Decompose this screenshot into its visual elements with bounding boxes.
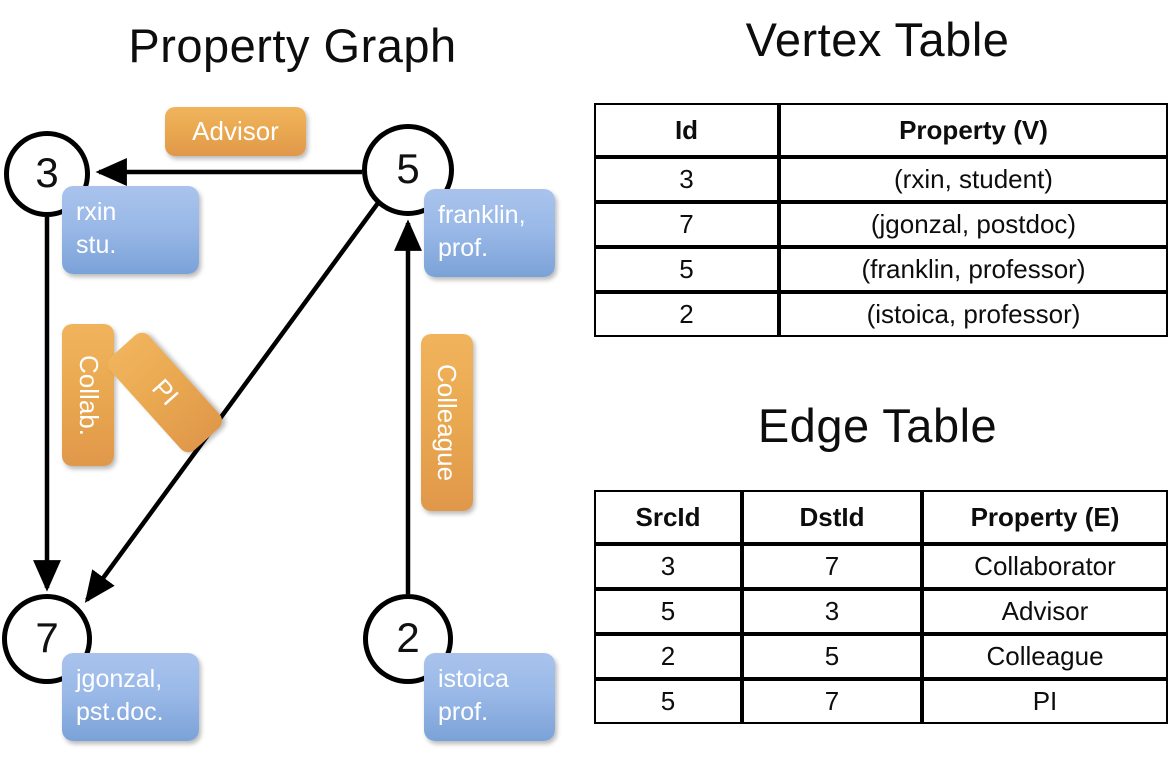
vertex-table-cell-property: (jgonzal, postdoc) bbox=[779, 202, 1168, 247]
graph-node-2-id: 2 bbox=[396, 614, 420, 661]
edge-table-header-row: SrcId DstId Property (E) bbox=[594, 490, 1168, 544]
graph-node-2: 2 bbox=[363, 594, 453, 684]
edge-table-cell-property: Advisor bbox=[922, 589, 1168, 634]
edge-label-colleague: Colleague bbox=[421, 334, 473, 511]
vertex-table-header-id: Id bbox=[594, 103, 779, 157]
vertex-property-rxin-line2: stu. bbox=[76, 231, 117, 259]
edge-label-advisor: Advisor bbox=[165, 107, 306, 156]
edge-table-header-property: Property (E) bbox=[922, 490, 1168, 544]
vertex-table-cell-property: (istoica, professor) bbox=[779, 292, 1168, 337]
edge-table-cell-dstid: 7 bbox=[742, 679, 922, 724]
edge-table-cell-srcid: 5 bbox=[594, 679, 742, 724]
edge-table-cell-dstid: 7 bbox=[742, 544, 922, 589]
table-row: 3 7 Collaborator bbox=[594, 544, 1168, 589]
vertex-property-istoica-line1: istoica bbox=[438, 665, 509, 693]
vertex-table-cell-id: 5 bbox=[594, 247, 779, 292]
edge-table-cell-srcid: 3 bbox=[594, 544, 742, 589]
vertex-property-franklin-line1: franklin, bbox=[438, 201, 526, 229]
edge-table-cell-dstid: 3 bbox=[742, 589, 922, 634]
table-row: 5 (franklin, professor) bbox=[594, 247, 1168, 292]
table-row: 5 7 PI bbox=[594, 679, 1168, 724]
table-row: 7 (jgonzal, postdoc) bbox=[594, 202, 1168, 247]
vertex-property-jgonzal-line2: pst.doc. bbox=[76, 698, 164, 726]
vertex-property-jgonzal-line1: jgonzal, bbox=[76, 665, 163, 693]
edge-arrow-5-to-7 bbox=[84, 201, 380, 603]
vertex-table-cell-property: (rxin, student) bbox=[779, 157, 1168, 202]
table-row: 2 5 Colleague bbox=[594, 634, 1168, 679]
edge-label-colleague-text: Colleague bbox=[432, 363, 463, 482]
edge-table-header-srcid: SrcId bbox=[594, 490, 742, 544]
vertex-table-cell-property: (franklin, professor) bbox=[779, 247, 1168, 292]
vertex-table-header-row: Id Property (V) bbox=[594, 103, 1168, 157]
page-title-edge-table: Edge Table bbox=[757, 399, 998, 452]
vertex-table: Id Property (V) 3 (rxin, student) 7 (jgo… bbox=[594, 103, 1168, 337]
vertex-property-istoica-line2: prof. bbox=[438, 698, 489, 726]
property-graph-panel: Advisor Collab. PI Colleague 3 5 7 2 rxi… bbox=[2, 107, 555, 741]
page-title-vertex-table: Vertex Table bbox=[745, 13, 1010, 66]
edge-table-header-dstid: DstId bbox=[742, 490, 922, 544]
table-row: 5 3 Advisor bbox=[594, 589, 1168, 634]
table-row: 2 (istoica, professor) bbox=[594, 292, 1168, 337]
vertex-property-box-jgonzal: jgonzal, pst.doc. bbox=[62, 653, 199, 741]
edge-table: SrcId DstId Property (E) 3 7 Collaborato… bbox=[594, 490, 1168, 724]
edge-table-cell-dstid: 5 bbox=[742, 634, 922, 679]
graph-node-5-id: 5 bbox=[396, 145, 420, 192]
vertex-table-header-property: Property (V) bbox=[779, 103, 1168, 157]
vertex-property-franklin-line2: prof. bbox=[438, 234, 489, 262]
edge-table-cell-srcid: 5 bbox=[594, 589, 742, 634]
vertex-property-box-franklin: franklin, prof. bbox=[424, 189, 555, 277]
graph-edges-svg bbox=[33, 158, 422, 603]
page-title-property-graph: Property Graph bbox=[128, 19, 457, 72]
vertex-property-rxin-line1: rxin bbox=[76, 198, 117, 226]
edge-table-cell-property: Collaborator bbox=[922, 544, 1168, 589]
edge-table-cell-property: PI bbox=[922, 679, 1168, 724]
graph-node-5: 5 bbox=[362, 124, 454, 216]
edge-table-cell-property: Colleague bbox=[922, 634, 1168, 679]
vertex-table-cell-id: 3 bbox=[594, 157, 779, 202]
edge-table-cell-srcid: 2 bbox=[594, 634, 742, 679]
graph-node-7-id: 7 bbox=[35, 614, 59, 661]
edge-label-collab-text: Collab. bbox=[73, 354, 104, 436]
vertex-property-box-rxin: rxin stu. bbox=[62, 186, 199, 274]
edge-label-collab: Collab. bbox=[62, 324, 114, 466]
vertex-table-cell-id: 7 bbox=[594, 202, 779, 247]
vertex-table-cell-id: 2 bbox=[594, 292, 779, 337]
vertex-property-box-istoica: istoica prof. bbox=[424, 653, 555, 741]
edge-label-advisor-text: Advisor bbox=[192, 116, 279, 146]
graph-node-3-id: 3 bbox=[35, 149, 59, 196]
table-row: 3 (rxin, student) bbox=[594, 157, 1168, 202]
edge-label-pi-text: PI bbox=[145, 373, 185, 412]
